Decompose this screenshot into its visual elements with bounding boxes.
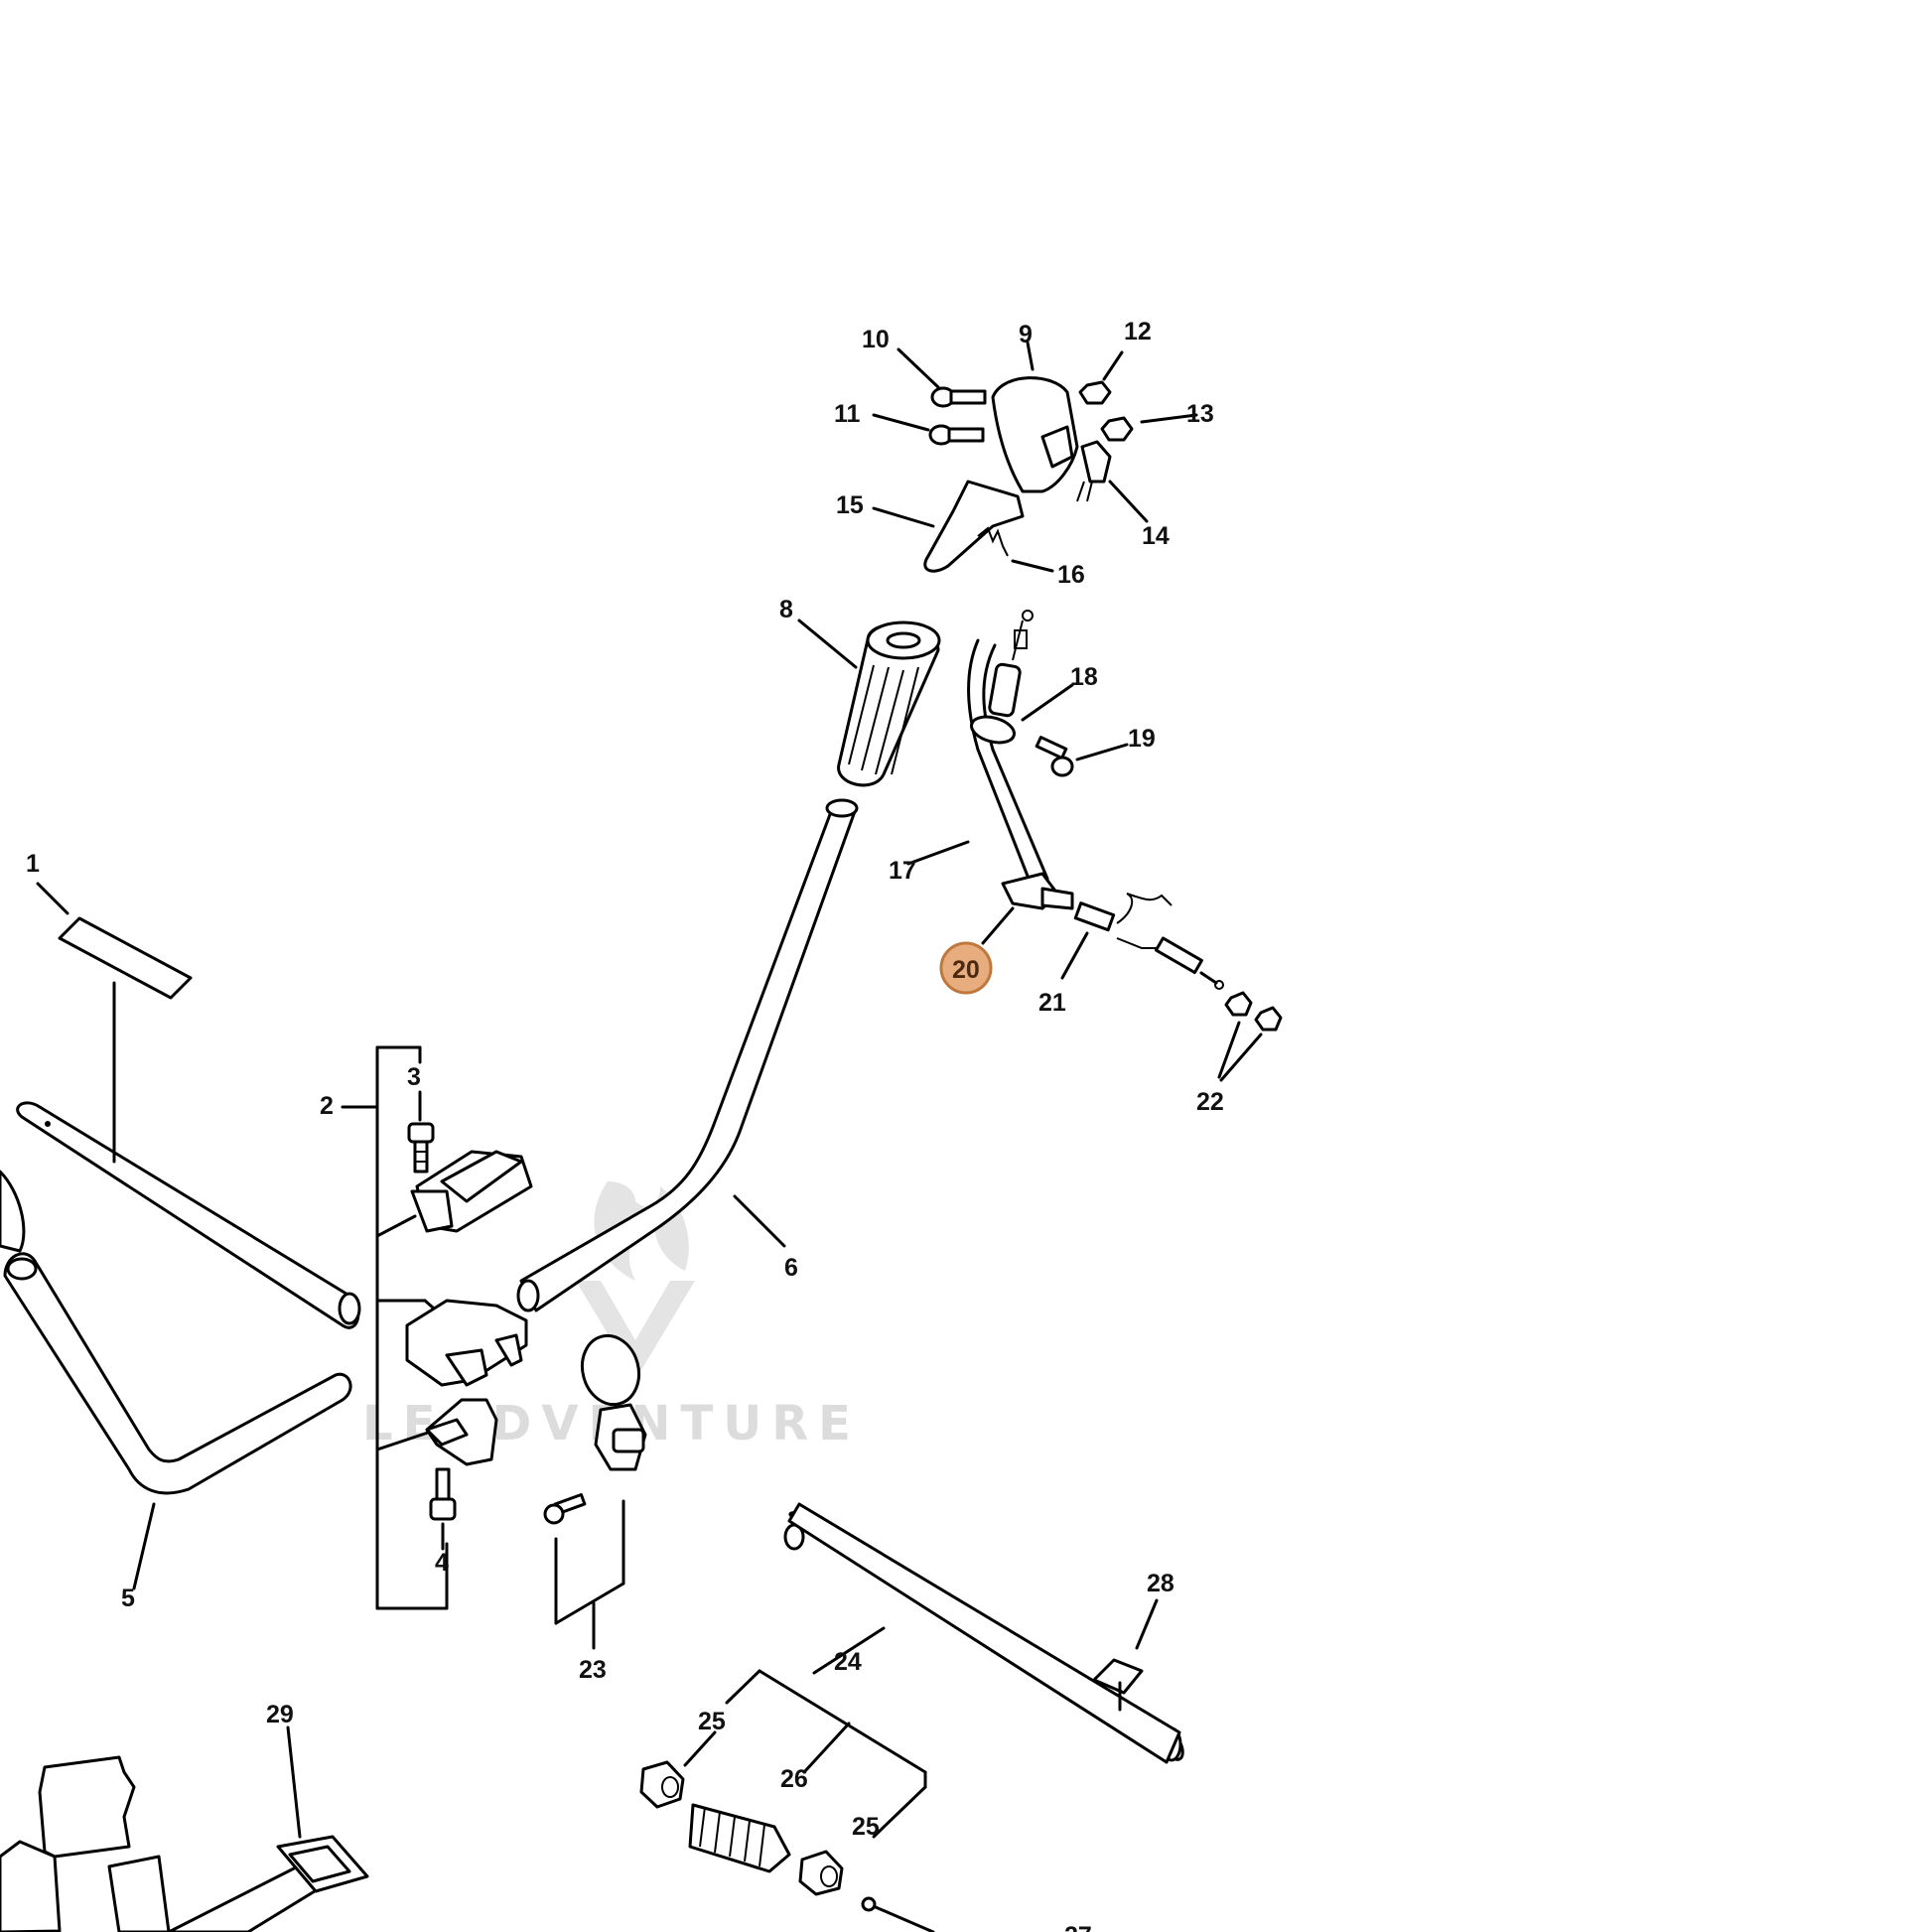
part-24-lower-tube	[783, 1502, 1184, 1764]
label-18[interactable]: 18	[1070, 663, 1098, 691]
part-23-hose-clamp	[543, 1333, 647, 1650]
part-3-screw	[407, 1122, 435, 1173]
label-23[interactable]: 23	[579, 1656, 607, 1684]
label-25-lower[interactable]: 25	[852, 1813, 880, 1841]
part-2-clamp-upper	[410, 1150, 533, 1233]
part-2-clamp-middle	[405, 1299, 528, 1387]
part-2-clamp-lower	[425, 1398, 498, 1466]
label-26[interactable]: 26	[780, 1765, 808, 1793]
label-20-highlight	[939, 941, 993, 995]
part-2-bracket	[341, 1045, 449, 1610]
part-27-rod	[861, 1896, 935, 1932]
part-24-25-26-bracket	[725, 1669, 927, 1839]
label-1[interactable]: 1	[26, 850, 40, 878]
label-3[interactable]: 3	[407, 1063, 421, 1091]
part-20-cable-clip	[981, 872, 1074, 945]
part-16-spring	[977, 526, 1054, 573]
label-25-upper[interactable]: 25	[698, 1708, 726, 1735]
label-11[interactable]: 11	[834, 400, 861, 428]
label-6[interactable]: 6	[784, 1254, 798, 1282]
label-16[interactable]: 16	[1057, 561, 1085, 589]
label-14[interactable]: 14	[1142, 522, 1170, 550]
label-19[interactable]: 19	[1128, 725, 1156, 753]
part-12-nut	[1078, 350, 1124, 405]
label-4[interactable]: 4	[435, 1549, 449, 1577]
label-2[interactable]: 2	[320, 1092, 334, 1120]
part-11-screw	[872, 413, 985, 446]
label-8[interactable]: 8	[779, 596, 793, 623]
part-labels: 1 2 3 4 5 6 8 9 10 11 12 13 14 15 16 17 …	[26, 318, 1224, 1932]
part-6-main-tube	[516, 798, 859, 1312]
label-10[interactable]: 10	[862, 326, 890, 353]
part-left-grip-fragment	[0, 1170, 26, 1253]
part-1-label-plate	[58, 916, 193, 1000]
part-21-cable-assembly	[1060, 893, 1224, 990]
part-26-ribbed-grip	[688, 1803, 791, 1873]
part-18-cable-end	[970, 610, 1074, 745]
label-29[interactable]: 29	[266, 1701, 294, 1728]
label-28[interactable]: 28	[1147, 1570, 1174, 1597]
part-13-nut	[1100, 413, 1198, 442]
label-5[interactable]: 5	[121, 1585, 135, 1612]
label-9[interactable]: 9	[1019, 321, 1033, 348]
part-4-screw	[429, 1467, 457, 1551]
label-15[interactable]: 15	[836, 491, 864, 519]
label-17[interactable]: 17	[889, 857, 916, 885]
part-10-screw	[897, 347, 987, 408]
part-28-label	[1092, 1598, 1159, 1712]
label-21[interactable]: 21	[1038, 989, 1066, 1017]
part-25-nut-right	[798, 1850, 844, 1896]
part-9-housing	[991, 341, 1079, 493]
part-14-switch	[1076, 440, 1149, 523]
part-8-grip	[797, 619, 941, 787]
part-15-trigger	[872, 480, 1025, 573]
part-25-nut-left	[639, 1730, 717, 1809]
label-20[interactable]: 20	[952, 956, 980, 984]
label-24[interactable]: 24	[834, 1648, 862, 1676]
part-29-harness	[0, 1725, 369, 1932]
part-1-tube	[16, 981, 361, 1329]
label-27[interactable]: 27	[1064, 1922, 1092, 1932]
part-22-nuts	[1217, 991, 1283, 1082]
part-5-bent-handlebar	[3, 1252, 352, 1590]
label-22[interactable]: 22	[1196, 1088, 1224, 1116]
part-19-screw	[1035, 736, 1129, 777]
part-17-cable-sheath	[906, 638, 1049, 891]
label-12[interactable]: 12	[1124, 318, 1152, 345]
label-13[interactable]: 13	[1186, 400, 1214, 428]
